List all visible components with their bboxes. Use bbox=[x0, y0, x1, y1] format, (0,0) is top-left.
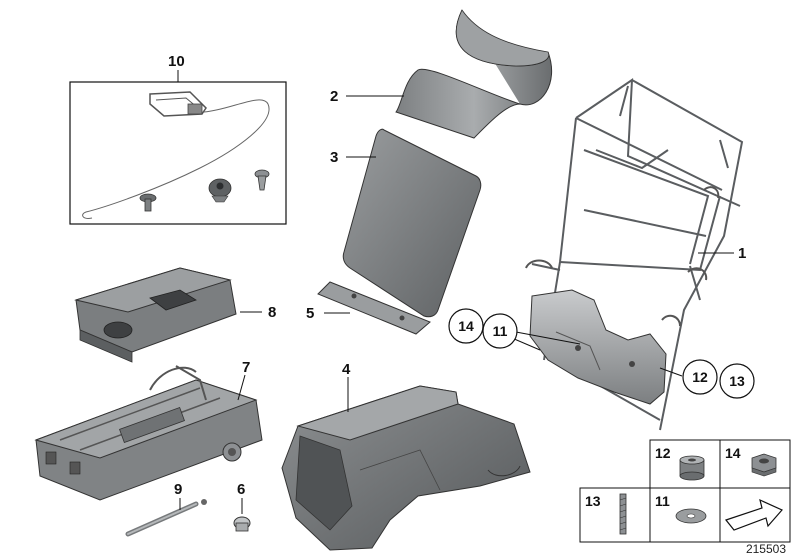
washer-icon bbox=[675, 508, 707, 524]
svg-text:14: 14 bbox=[458, 318, 474, 334]
part-10-handle bbox=[149, 91, 207, 117]
circled-callout-13: 13 bbox=[719, 363, 755, 399]
callout-labels: 10 2 3 1 5 8 7 4 9 6 bbox=[168, 53, 746, 498]
callout-9: 9 bbox=[174, 481, 182, 498]
part-3-pad bbox=[342, 128, 482, 318]
legend-label-11: 11 bbox=[655, 493, 670, 509]
callout-7: 7 bbox=[242, 359, 250, 376]
part-10-nut bbox=[208, 178, 232, 203]
spacer-icon bbox=[679, 455, 705, 481]
part-10-box bbox=[69, 81, 287, 225]
part-4-armrest-box bbox=[281, 385, 531, 551]
callout-4: 4 bbox=[342, 361, 351, 378]
circled-callout-12: 12 bbox=[682, 359, 718, 395]
legend-label-13: 13 bbox=[585, 493, 601, 509]
legend-label-14: 14 bbox=[725, 445, 741, 461]
callout-1: 1 bbox=[738, 245, 746, 262]
part-10-cable-kit bbox=[69, 81, 287, 225]
part-1-bracket bbox=[525, 186, 720, 405]
svg-text:12: 12 bbox=[692, 369, 708, 385]
svg-text:13: 13 bbox=[729, 373, 745, 389]
part-number: 215503 bbox=[746, 542, 786, 556]
part-10-clip bbox=[254, 169, 270, 191]
callout-8: 8 bbox=[268, 304, 276, 321]
part-2-cover bbox=[395, 9, 553, 139]
callout-5: 5 bbox=[306, 305, 314, 322]
hex-nut-icon bbox=[751, 453, 777, 477]
part-7-mechanism bbox=[34, 365, 263, 501]
legend-cell-13 bbox=[579, 487, 651, 543]
circled-callout-14: 14 bbox=[448, 308, 484, 344]
legend-grid: 12 14 13 11 bbox=[579, 439, 791, 543]
part-6-knob bbox=[233, 516, 251, 532]
legend-label-12: 12 bbox=[655, 445, 671, 461]
part-10-cable bbox=[82, 99, 270, 219]
callout-3: 3 bbox=[330, 149, 338, 166]
callout-2: 2 bbox=[330, 88, 338, 105]
part-9-rod bbox=[125, 499, 207, 537]
threaded-stud-icon bbox=[619, 493, 627, 535]
part-10-screw-left bbox=[139, 193, 157, 212]
part-5-plate bbox=[317, 281, 431, 335]
right-arrow-icon bbox=[724, 498, 783, 531]
part-8-tray-cover bbox=[74, 267, 237, 363]
svg-text:11: 11 bbox=[493, 323, 508, 339]
circled-callout-11: 11 bbox=[482, 313, 518, 349]
circled-callouts: 14 11 12 13 bbox=[448, 308, 755, 399]
callout-10: 10 bbox=[168, 53, 185, 70]
callout-6: 6 bbox=[237, 481, 245, 498]
